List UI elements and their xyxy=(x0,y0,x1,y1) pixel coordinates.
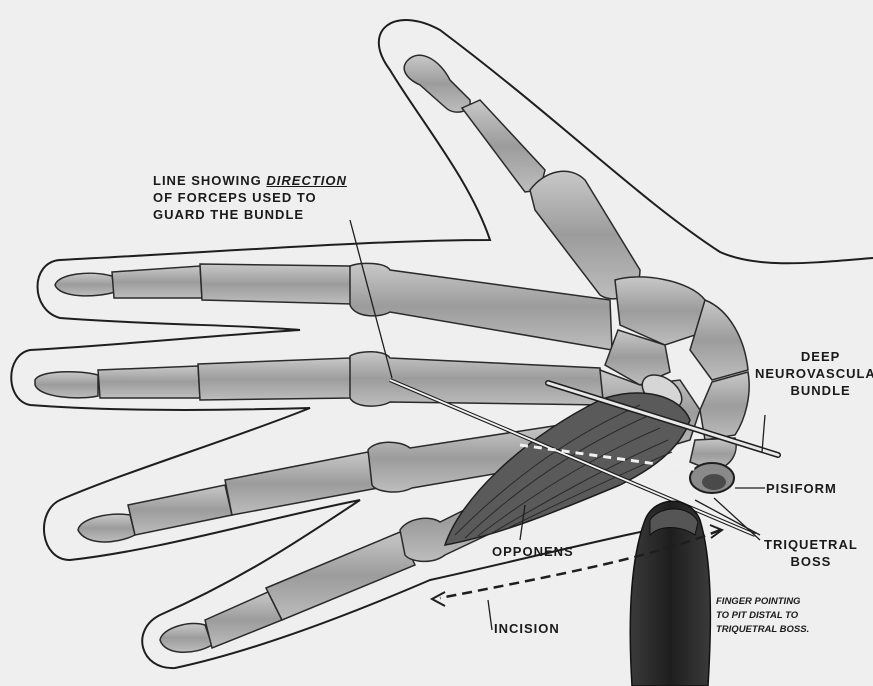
incision-arrow-left xyxy=(432,592,445,606)
forceps-label-line1: LINE SHOWING DIRECTION xyxy=(153,172,347,189)
bundle-label-line3: BUNDLE xyxy=(755,382,873,399)
pisiform-label-text: PISIFORM xyxy=(766,481,837,496)
examiner-finger xyxy=(630,501,710,686)
incision-label: INCISION xyxy=(494,620,560,637)
thumb-bones xyxy=(404,55,640,299)
bundle-label-line1: DEEP xyxy=(755,348,873,365)
finger-note-line2: TO PIT DISTAL TO xyxy=(716,609,809,623)
index-finger-bones xyxy=(55,263,612,350)
opponens-label-text: OPPONENS xyxy=(492,544,574,559)
bundle-label-line2: NEUROVASCULAR xyxy=(755,365,873,382)
finger-note-line3: TRIQUETRAL BOSS. xyxy=(716,623,809,637)
forceps-label: LINE SHOWING DIRECTION OF FORCEPS USED T… xyxy=(153,172,347,223)
forceps-label-line2: OF FORCEPS USED TO xyxy=(153,189,347,206)
forceps-label-direction: DIRECTION xyxy=(266,173,347,188)
finger-note-line1: FINGER POINTING xyxy=(716,595,809,609)
middle-finger-bones xyxy=(35,352,605,406)
incision-label-text: INCISION xyxy=(494,621,560,636)
hand-outline xyxy=(11,20,873,668)
pisiform-label: PISIFORM xyxy=(766,480,837,497)
opponens-label: OPPONENS xyxy=(492,543,574,560)
pisiform-shadow xyxy=(702,474,726,490)
triquetral-label-line2: BOSS xyxy=(764,553,858,570)
triquetral-label-line1: TRIQUETRAL xyxy=(764,536,858,553)
bundle-label: DEEP NEUROVASCULAR BUNDLE xyxy=(755,348,873,399)
triquetral-label: TRIQUETRAL BOSS xyxy=(764,536,858,570)
finger-note: FINGER POINTING TO PIT DISTAL TO TRIQUET… xyxy=(716,595,809,637)
forceps-label-line3: GUARD THE BUNDLE xyxy=(153,206,347,223)
forceps-label-line1-a: LINE SHOWING xyxy=(153,173,266,188)
